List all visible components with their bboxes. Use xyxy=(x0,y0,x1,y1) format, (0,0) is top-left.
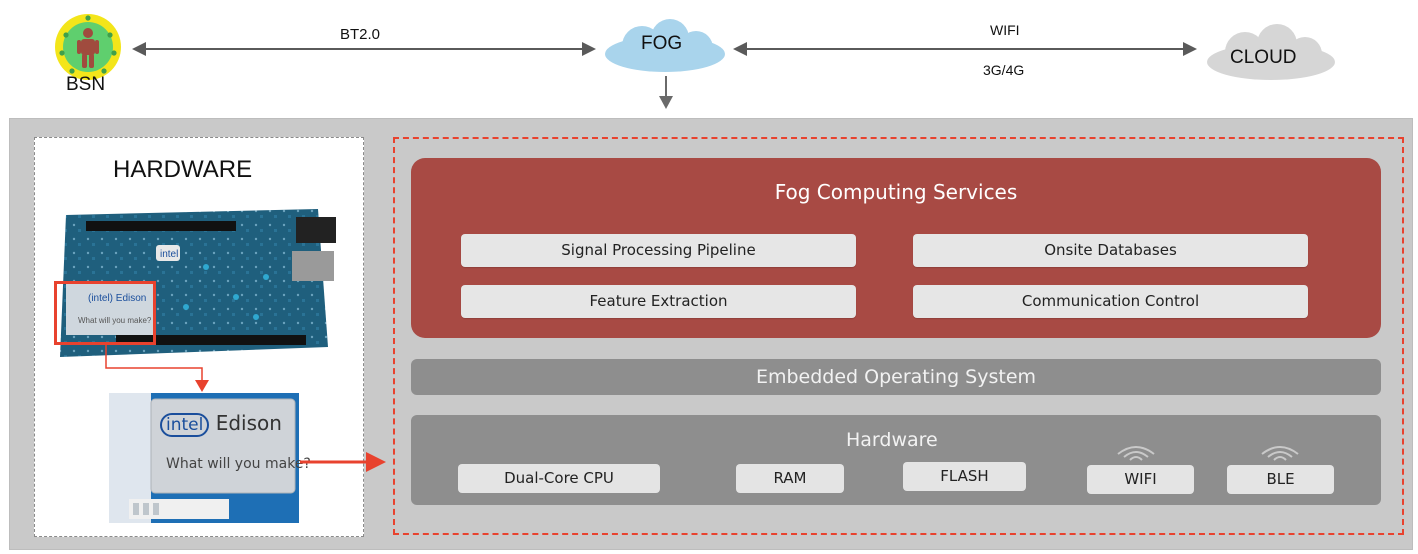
feature-extraction: Feature Extraction xyxy=(461,285,856,318)
svg-text:(intel) Edison: (intel) Edison xyxy=(88,293,146,304)
bsn-person-icon xyxy=(55,14,121,80)
fog-node-stack xyxy=(393,137,1404,535)
hardware-title: HARDWARE xyxy=(113,156,253,183)
fog-label: FOG xyxy=(641,33,683,54)
edison-highlight-box xyxy=(54,281,156,345)
zoom-connector-arrow xyxy=(105,344,209,392)
ram: RAM xyxy=(736,464,844,493)
cloud-label: CLOUD xyxy=(1230,47,1297,68)
onsite-databases: Onsite Databases xyxy=(913,234,1308,267)
wifi-module: WIFI xyxy=(1087,465,1194,494)
ble-signal-icon xyxy=(1261,446,1299,461)
wifi-link-label: WIFI xyxy=(990,22,1020,38)
cell-link-label: 3G/4G xyxy=(983,62,1025,78)
bt-link-arrow xyxy=(132,42,596,56)
edison-brand-text: intel Edison xyxy=(160,411,282,437)
wifi-signal-icon xyxy=(1117,446,1155,461)
edison-tagline: What will you make? xyxy=(166,456,311,472)
embedded-os-layer: Embedded Operating System xyxy=(411,359,1381,395)
dual-core-cpu: Dual-Core CPU xyxy=(458,464,660,493)
communication-control: Communication Control xyxy=(913,285,1308,318)
svg-text:What will you make?: What will you make? xyxy=(78,316,152,325)
fog-cloud-icon xyxy=(605,19,725,72)
signal-processing-pipeline: Signal Processing Pipeline xyxy=(461,234,856,267)
wifi-link-arrow xyxy=(733,42,1197,56)
svg-text:intel: intel xyxy=(160,249,178,260)
intel-edison-board-image: intel (intel) Edison What will you make? xyxy=(60,209,336,357)
flash: FLASH xyxy=(903,462,1026,491)
edison-module-image xyxy=(109,393,299,523)
edison-name: Edison xyxy=(215,411,282,435)
bsn-label: BSN xyxy=(66,74,106,95)
services-title: Fog Computing Services xyxy=(774,180,1018,204)
ble-module: BLE xyxy=(1227,465,1334,494)
cloud-icon xyxy=(1207,24,1335,80)
hardware-to-stack-arrow xyxy=(300,452,386,472)
hardware-layer-title: Hardware xyxy=(846,429,938,451)
fog-down-arrow xyxy=(659,76,673,109)
bt-link-label: BT2.0 xyxy=(340,26,381,43)
intel-logo-text: intel xyxy=(160,413,210,437)
